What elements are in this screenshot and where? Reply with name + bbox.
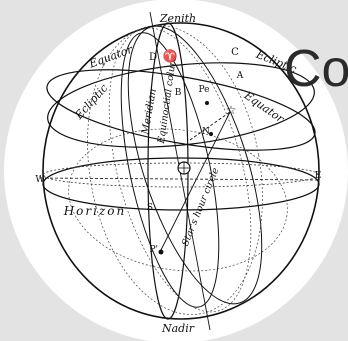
label-point-d: D	[149, 52, 157, 63]
label-point-p-prime: P'	[149, 245, 158, 255]
label-nadir: Nadir	[161, 322, 195, 335]
label-point-a: A	[236, 71, 244, 81]
label-horizon: Horizon	[63, 204, 127, 218]
pole-point	[205, 101, 209, 105]
label-point-aries: ♈	[163, 49, 178, 63]
label-point-s: S	[147, 203, 153, 213]
label-point-w: W	[35, 175, 45, 185]
label-point-b: B	[175, 88, 182, 98]
overlay-heading-text: Co	[284, 40, 348, 98]
label-point-n: N	[202, 127, 210, 137]
label-point-pe: Pe	[199, 85, 210, 95]
point-p-prime-dot	[159, 250, 164, 255]
label-point-e: E	[315, 171, 322, 181]
label-point-c: C	[231, 47, 239, 58]
star-icon: ☆	[226, 103, 237, 117]
label-zenith: Zenith	[159, 12, 196, 25]
